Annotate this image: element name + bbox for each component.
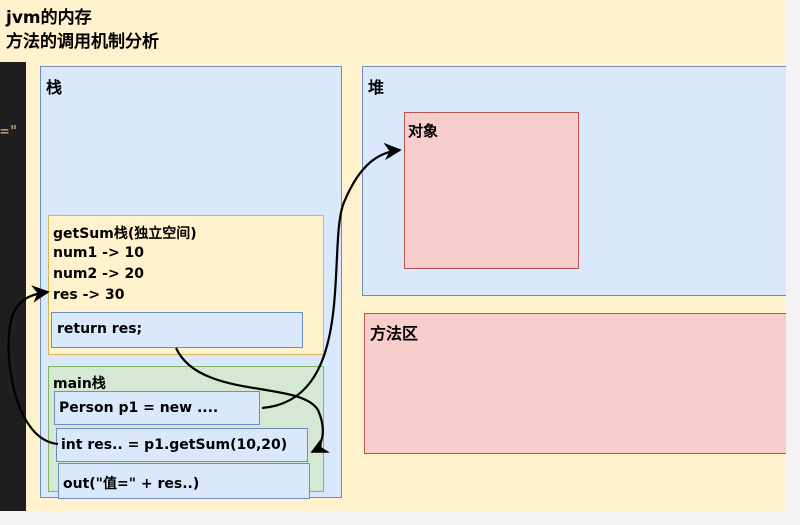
heap-label: 堆: [368, 78, 385, 97]
diagram-title: jvm的内存: [6, 8, 92, 28]
method-area-label: 方法区: [370, 324, 419, 343]
getsum-var-num2: num2 -> 20: [53, 266, 145, 282]
getsum-var-res: res -> 30: [53, 287, 125, 303]
main-frame-title: main栈: [53, 376, 106, 392]
getsum-frame-title: getSum栈(独立空间): [53, 226, 197, 242]
right-border: [786, 0, 800, 525]
stack-label: 栈: [46, 78, 63, 97]
statement-print-result: out("值=" + res..): [63, 476, 200, 492]
code-strip-text: =": [0, 122, 19, 140]
heap-object: [404, 112, 579, 269]
return-statement-box: [51, 312, 303, 348]
return-statement: return res;: [57, 321, 143, 337]
statement-call-getsum: int res.. = p1.getSum(10,20): [61, 437, 288, 453]
bottom-border: [0, 511, 800, 525]
heap-object-label: 对象: [408, 122, 439, 140]
method-area-region: [364, 313, 790, 454]
code-editor-strip: =": [0, 62, 26, 525]
getsum-var-num1: num1 -> 10: [53, 245, 145, 261]
statement-new-person: Person p1 = new ....: [59, 400, 219, 416]
statement-box-print-result: [58, 463, 310, 499]
diagram-subtitle: 方法的调用机制分析: [6, 32, 159, 52]
